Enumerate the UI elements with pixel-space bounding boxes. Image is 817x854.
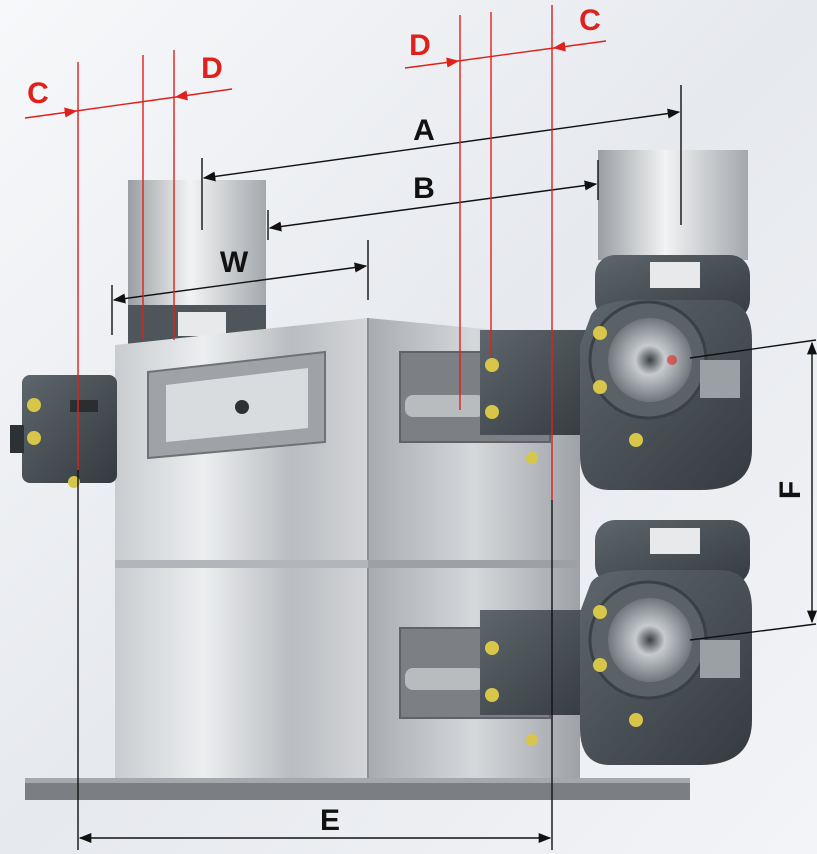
base-plate — [25, 778, 690, 800]
label-left-d: D — [201, 52, 223, 85]
label-a: A — [413, 114, 435, 147]
label-right-c: C — [579, 4, 601, 37]
label-e: E — [320, 804, 340, 837]
lower-right-driven-unit — [480, 520, 752, 765]
label-w: W — [220, 246, 249, 279]
right-shaft — [598, 150, 748, 260]
dimension-lines — [77, 85, 817, 850]
dimension-line-b — [268, 180, 598, 232]
left-driven-unit — [10, 375, 117, 488]
upper-right-driven-unit — [480, 255, 752, 490]
label-b: B — [413, 172, 435, 205]
label-right-d: D — [409, 29, 431, 62]
dimension-line-a — [202, 108, 681, 182]
label-f: F — [774, 481, 807, 499]
label-left-c: C — [27, 77, 49, 110]
dimension-line-w — [112, 262, 368, 304]
reference-lines — [24, 5, 607, 500]
